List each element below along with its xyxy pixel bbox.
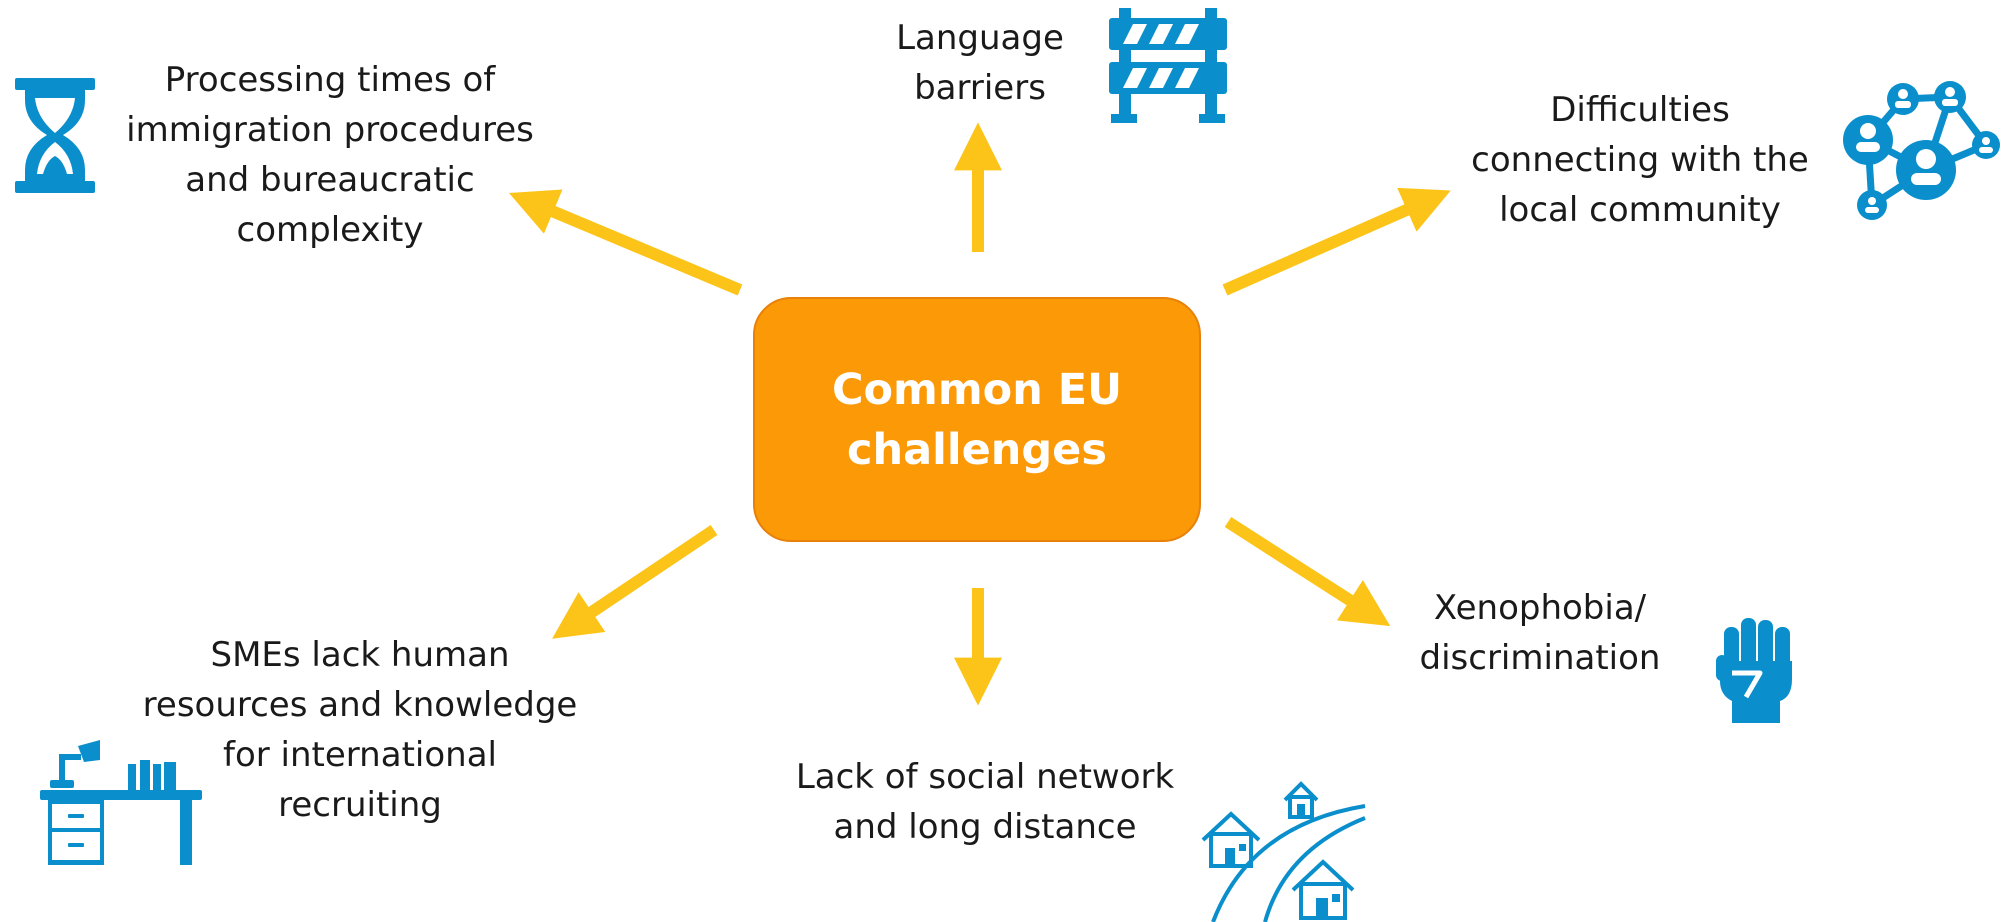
arrow-processing [509, 189, 743, 296]
arrow-xenophobia [1224, 516, 1391, 627]
label-xenophobia: Xenophobia/ discrimination [1419, 588, 1661, 678]
houses-road-icon [1195, 770, 1370, 922]
desk-lamp-icon [40, 740, 205, 865]
label-smes: SMEs lack human resources and knowledge … [142, 635, 578, 825]
label-processing: Processing times of immigration procedur… [126, 60, 534, 250]
center-title: Common EU challenges [831, 364, 1123, 475]
label-social: Lack of social network and long distance [795, 757, 1175, 847]
label-community: Difficulties connecting with the local c… [1471, 90, 1809, 230]
hourglass-icon [15, 78, 95, 193]
network-people-icon [1838, 75, 2003, 225]
center-node: Common EU challenges [753, 297, 1201, 542]
barrier-icon [1103, 8, 1233, 123]
fist-icon [1716, 615, 1796, 723]
label-language: Language barriers [896, 18, 1064, 108]
arrow-community [1222, 187, 1451, 296]
arrow-smes [552, 525, 718, 639]
